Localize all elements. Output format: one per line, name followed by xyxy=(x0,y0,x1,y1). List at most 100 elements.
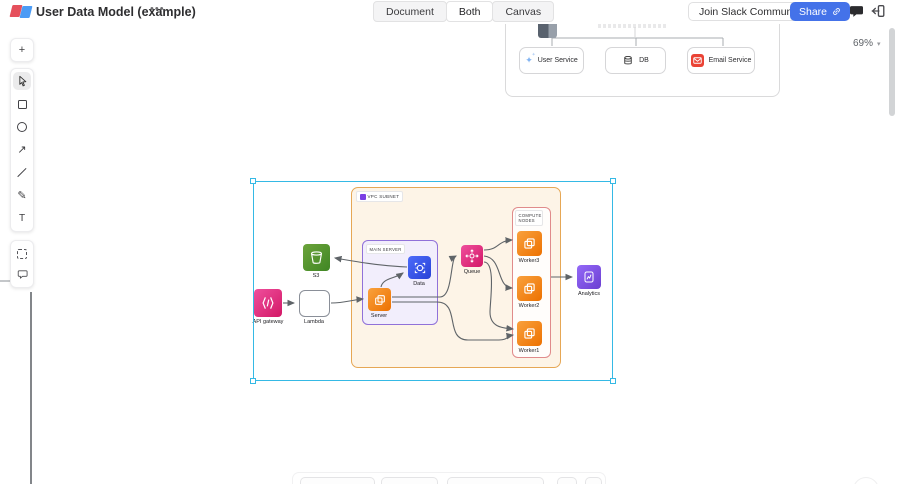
node-email-service[interactable]: Email Service xyxy=(687,47,755,74)
app-logo-icon[interactable] xyxy=(9,5,33,18)
node-label-analytics: Analytics xyxy=(577,291,601,297)
logo-blue-shape xyxy=(19,6,33,18)
comment-icon xyxy=(17,269,28,279)
bottom-toolbar-group-5[interactable] xyxy=(585,477,602,484)
node-label-worker3: Worker3 xyxy=(518,258,540,264)
selection-handle-top-right[interactable] xyxy=(610,178,616,184)
select-tool-button[interactable] xyxy=(13,72,31,90)
title-menu-dots-icon[interactable]: ••• xyxy=(150,3,165,15)
node-s3[interactable] xyxy=(303,244,330,271)
toolbar-extra-card xyxy=(10,240,34,288)
node-label: DB xyxy=(639,57,649,64)
node-user-service[interactable]: ✦✦ User Service xyxy=(519,47,584,74)
node-label-data: Data xyxy=(413,281,425,287)
node-worker3[interactable] xyxy=(517,231,542,256)
node-label-api-gateway: API gateway xyxy=(252,319,284,325)
node-label-queue: Queue xyxy=(463,269,481,275)
zoom-level-value: 69% xyxy=(853,38,874,49)
pen-tool-button[interactable]: ✎ xyxy=(13,187,31,205)
offscreen-element-lines xyxy=(0,280,32,484)
database-icon xyxy=(624,56,632,65)
container-label-compute-nodes: COMPUTE NODES xyxy=(515,210,543,227)
container-label-vpc: VPC SUBNET xyxy=(356,191,403,202)
top-diagram-frame[interactable] xyxy=(505,0,780,97)
node-worker1[interactable] xyxy=(517,321,542,346)
node-label-worker2: Worker2 xyxy=(518,303,540,309)
zoom-level-control[interactable]: 69% ▾ xyxy=(853,38,881,49)
aws-ec2-icon xyxy=(524,328,535,339)
node-api-gateway[interactable] xyxy=(254,289,282,317)
join-slack-button[interactable]: Join Slack Community xyxy=(688,2,814,21)
share-button-label: Share xyxy=(799,5,828,18)
node-data[interactable] xyxy=(408,256,431,279)
aws-ec2-icon xyxy=(524,283,535,294)
tab-both[interactable]: Both xyxy=(445,1,494,22)
selection-handle-bottom-right[interactable] xyxy=(610,378,616,384)
node-label: Email Service xyxy=(708,57,752,64)
toolbar-add-card: + xyxy=(10,38,34,62)
line-tool-button[interactable] xyxy=(13,164,31,182)
chevron-down-icon: ▾ xyxy=(877,40,881,48)
node-label-lambda: Lambda xyxy=(304,319,324,325)
marquee-tool-button[interactable] xyxy=(13,245,31,263)
vpc-icon xyxy=(359,193,366,200)
node-server[interactable] xyxy=(368,288,391,311)
aws-ec2-icon xyxy=(524,238,535,249)
rectangle-icon xyxy=(17,99,27,109)
node-worker2[interactable] xyxy=(517,276,542,301)
bottom-right-button[interactable] xyxy=(853,477,879,484)
view-mode-tabs: Document Both Canvas xyxy=(373,1,555,22)
bottom-toolbar-group-2[interactable] xyxy=(381,477,438,484)
circle-icon xyxy=(17,122,27,132)
node-queue[interactable] xyxy=(461,245,483,267)
arrow-icon: ↗ xyxy=(17,143,27,156)
node-label-server: Server xyxy=(370,313,388,319)
bottom-toolbar-group-3[interactable] xyxy=(447,477,544,484)
bottom-toolbar-group-1[interactable] xyxy=(300,477,375,484)
marquee-icon xyxy=(17,249,27,259)
aws-api-gateway-icon xyxy=(262,297,274,309)
add-tool-button[interactable]: + xyxy=(13,41,31,59)
node-label-worker1: Worker1 xyxy=(518,348,540,354)
link-icon xyxy=(833,8,840,15)
email-icon xyxy=(690,54,704,67)
page-title: User Data Model (example) xyxy=(36,5,196,19)
container-label-main-server: MAIN SERVER xyxy=(366,244,406,254)
sparkle-icon: ✦✦ xyxy=(525,52,536,65)
aws-analytics-icon xyxy=(584,271,594,283)
aws-s3-bucket-icon xyxy=(310,251,323,264)
aws-data-icon xyxy=(414,262,425,273)
arrow-tool-button[interactable]: ↗ xyxy=(13,141,31,159)
selection-handle-top-left[interactable] xyxy=(250,178,256,184)
text-icon: T xyxy=(18,213,26,224)
share-button[interactable]: Share xyxy=(790,2,851,21)
selection-handle-bottom-left[interactable] xyxy=(250,378,256,384)
plus-icon: + xyxy=(18,43,26,56)
faded-edge-label xyxy=(598,24,666,28)
aws-ec2-icon xyxy=(374,294,385,305)
comment-tool-button[interactable] xyxy=(13,265,31,283)
node-label: User Service xyxy=(537,57,578,64)
node-db[interactable]: DB xyxy=(605,47,666,74)
line-icon xyxy=(17,168,27,178)
bottom-toolbar-group-4[interactable] xyxy=(557,477,577,484)
panel-toggle-button[interactable] xyxy=(870,3,886,19)
toolbar-main-card: ↗ ✎ T xyxy=(10,68,34,232)
tab-canvas[interactable]: Canvas xyxy=(492,1,555,22)
comments-button[interactable] xyxy=(849,4,864,19)
panel-toggle-icon xyxy=(871,5,885,17)
comment-filled-icon xyxy=(850,6,863,17)
tab-document[interactable]: Document xyxy=(373,1,447,22)
pen-icon: ✎ xyxy=(17,189,27,202)
text-tool-button[interactable]: T xyxy=(13,210,31,228)
node-analytics[interactable] xyxy=(577,265,601,289)
rectangle-tool-button[interactable] xyxy=(13,95,31,113)
ellipse-tool-button[interactable] xyxy=(13,118,31,136)
node-lambda[interactable] xyxy=(299,290,330,317)
aws-autoscaling-icon xyxy=(465,249,479,263)
top-diagram-clipped-node[interactable] xyxy=(538,24,557,38)
vertical-scrollbar-thumb[interactable] xyxy=(889,28,895,116)
node-label-s3: S3 xyxy=(312,273,320,279)
